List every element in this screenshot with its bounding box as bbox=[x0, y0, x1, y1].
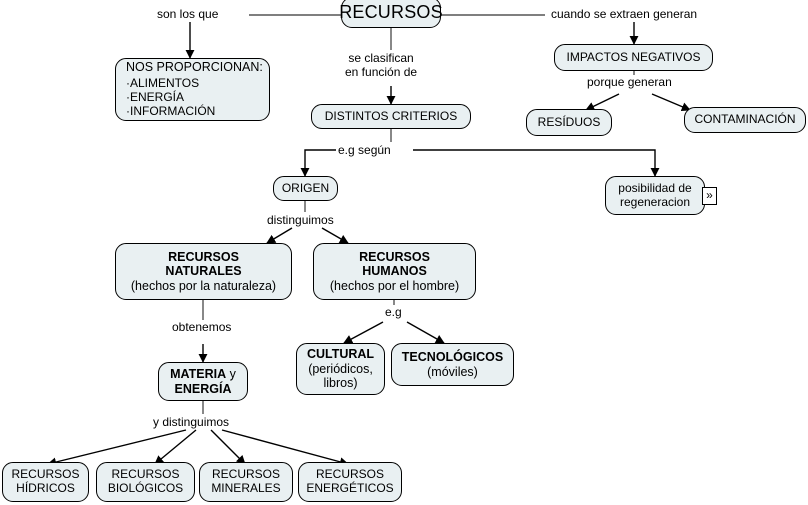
node-impactos-negativos-label: IMPACTOS NEGATIVOS bbox=[566, 49, 701, 64]
edge-label-obtenemos: obtenemos bbox=[170, 320, 234, 335]
materia-conj: y bbox=[229, 367, 236, 381]
node-materia-energia-line-1: MATERIA y bbox=[170, 367, 236, 382]
node-cultural[interactable]: CULTURAL (periódicos, libros) bbox=[296, 343, 385, 395]
node-recursos-energeticos[interactable]: RECURSOS ENERGÉTICOS bbox=[298, 462, 402, 502]
node-recursos-energeticos-line-2: ENERGÉTICOS bbox=[306, 481, 394, 495]
expand-chevron-glyph: » bbox=[706, 188, 713, 202]
node-recursos-naturales-line-1: RECURSOS bbox=[168, 249, 239, 264]
node-origen[interactable]: ORIGEN bbox=[273, 176, 338, 201]
edge-label-eg-segun: e.g según bbox=[336, 143, 393, 158]
node-recursos[interactable]: RECURSOS bbox=[339, 0, 443, 28]
node-recursos-humanos-line-3: (hechos por el hombre) bbox=[329, 278, 460, 293]
node-tecnologicos-line-2: (móviles) bbox=[427, 364, 478, 379]
edge-label-eg: e.g bbox=[383, 305, 404, 320]
node-recursos-hidricos[interactable]: RECURSOS HÍDRICOS bbox=[2, 462, 89, 502]
node-recursos-minerales[interactable]: RECURSOS MINERALES bbox=[199, 462, 293, 502]
node-recursos-biologicos-line-1: RECURSOS bbox=[111, 467, 180, 482]
node-contaminacion-label: CONTAMINACIÓN bbox=[694, 112, 796, 127]
se-clasifican-line-1: se clasifican bbox=[348, 51, 414, 65]
node-cultural-line-2: (periódicos, bbox=[308, 361, 373, 376]
node-regeneracion-line-2: regeneracion bbox=[619, 194, 691, 209]
node-tecnologicos-line-1: TECNOLÓGICOS bbox=[401, 350, 504, 364]
materia-bold: MATERIA bbox=[170, 367, 227, 381]
node-recursos-minerales-line-1: RECURSOS bbox=[211, 467, 280, 482]
node-recursos-humanos-line-1: RECURSOS bbox=[359, 249, 430, 264]
node-recursos-humanos[interactable]: RECURSOS HUMANOS (hechos por el hombre) bbox=[313, 243, 476, 300]
node-recursos-minerales-line-2: MINERALES bbox=[211, 481, 281, 495]
edge-label-se-clasifican: se clasifican en función de bbox=[343, 51, 420, 80]
node-regeneracion-line-1: posibilidad de bbox=[618, 180, 692, 195]
node-nos-proporcionan-item-2: ·INFORMACIÓN bbox=[126, 103, 216, 118]
node-nos-proporcionan-heading: NOS PROPORCIONAN: bbox=[126, 60, 263, 75]
node-nos-proporcionan[interactable]: NOS PROPORCIONAN: ·ALIMENTOS ·ENERGÍA ·I… bbox=[115, 58, 270, 121]
node-recursos-humanos-line-2: HUMANOS bbox=[362, 264, 427, 279]
edge-label-y-distinguimos: y distinguimos bbox=[151, 415, 232, 430]
node-recursos-hidricos-line-1: RECURSOS bbox=[11, 467, 80, 482]
node-recursos-label: RECURSOS bbox=[339, 2, 443, 23]
node-recursos-naturales-line-3: (hechos por la naturaleza) bbox=[130, 278, 277, 293]
node-recursos-biologicos[interactable]: RECURSOS BIOLÓGICOS bbox=[96, 462, 195, 502]
node-residuos-label: RESÍDUOS bbox=[537, 114, 601, 129]
node-materia-energia-line-2: ENERGÍA bbox=[174, 381, 232, 396]
node-distintos-criterios-label: DISTINTOS CRITERIOS bbox=[324, 108, 458, 123]
node-contaminacion[interactable]: CONTAMINACIÓN bbox=[684, 107, 806, 133]
edge-label-cuando-se-extraen-generan: cuando se extraen generan bbox=[549, 7, 700, 22]
expand-chevron-icon[interactable]: » bbox=[702, 187, 717, 205]
node-recursos-hidricos-line-2: HÍDRICOS bbox=[16, 481, 75, 495]
edge-label-distinguimos: distinguimos bbox=[265, 213, 336, 228]
node-impactos-negativos[interactable]: IMPACTOS NEGATIVOS bbox=[554, 44, 713, 71]
node-cultural-line-1: CULTURAL bbox=[306, 347, 375, 362]
node-nos-proporcionan-item-1: ·ENERGÍA bbox=[126, 89, 185, 104]
node-nos-proporcionan-item-0: ·ALIMENTOS bbox=[126, 75, 200, 90]
node-materia-energia[interactable]: MATERIA y ENERGÍA bbox=[158, 362, 248, 401]
node-origen-label: ORIGEN bbox=[281, 180, 330, 195]
node-tecnologicos[interactable]: TECNOLÓGICOS (móviles) bbox=[391, 343, 514, 386]
se-clasifican-line-2: en función de bbox=[345, 65, 418, 80]
node-recursos-biologicos-line-2: BIOLÓGICOS bbox=[107, 481, 184, 495]
node-recursos-naturales-line-2: NATURALES bbox=[165, 264, 242, 279]
node-recursos-energeticos-line-1: RECURSOS bbox=[315, 467, 384, 482]
node-recursos-naturales[interactable]: RECURSOS NATURALES (hechos por la natura… bbox=[115, 243, 292, 300]
node-residuos[interactable]: RESÍDUOS bbox=[526, 109, 612, 136]
node-posibilidad-regeneracion[interactable]: posibilidad de regeneracion bbox=[605, 176, 705, 215]
node-cultural-line-3: libros) bbox=[323, 376, 358, 391]
edge-label-son-los-que: son los que bbox=[155, 7, 221, 22]
node-distintos-criterios[interactable]: DISTINTOS CRITERIOS bbox=[311, 104, 471, 129]
edge-label-porque-generan: porque generan bbox=[585, 75, 674, 90]
